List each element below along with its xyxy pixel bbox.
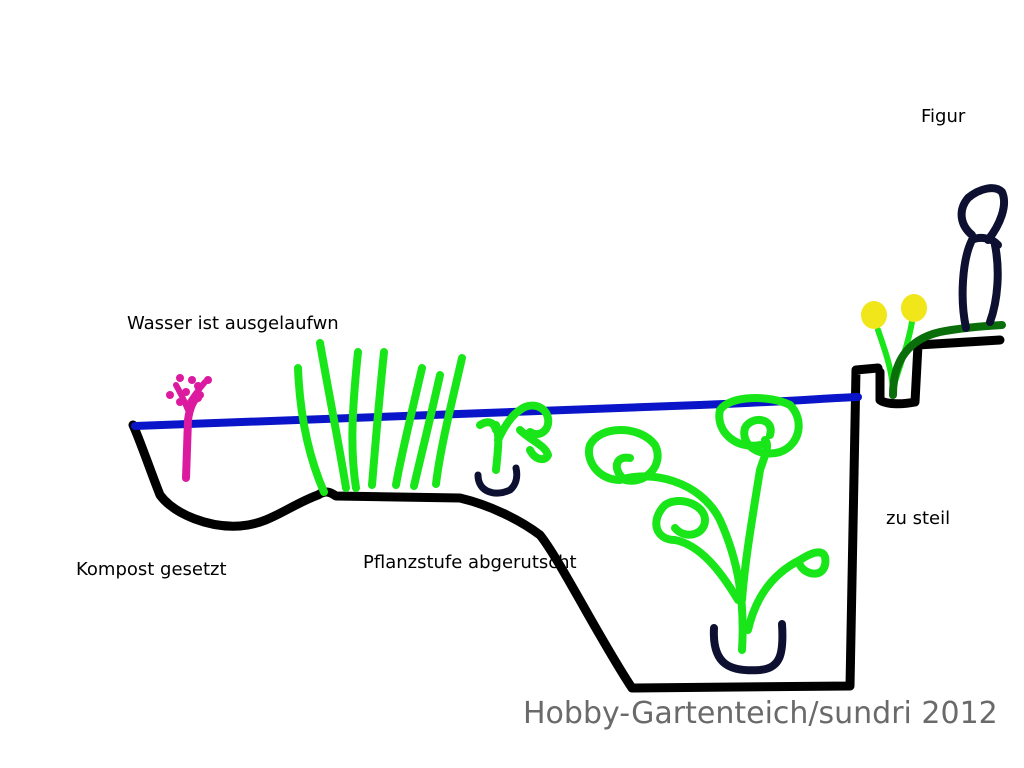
water-line: [131, 393, 862, 430]
reed-plants: [294, 339, 466, 496]
water-lily-plant: [584, 394, 830, 675]
credit-text: Hobby-Gartenteich/sundri 2012: [523, 696, 998, 731]
yellow-flowers: [861, 294, 1006, 399]
small-potted-plant: [474, 401, 553, 497]
label-wasser: Wasser ist ausgelaufwn: [127, 313, 339, 334]
magenta-plant: [166, 374, 212, 482]
label-figur: Figur: [921, 106, 966, 127]
label-zu-steil: zu steil: [886, 508, 950, 529]
label-pflanzstufe: Pflanzstufe abgerutscht: [363, 552, 577, 573]
figure-statue: [957, 184, 1009, 332]
pond-outline: [128, 363, 883, 693]
pond-upper-step: [875, 335, 1005, 409]
label-kompost: Kompost gesetzt: [76, 559, 227, 580]
